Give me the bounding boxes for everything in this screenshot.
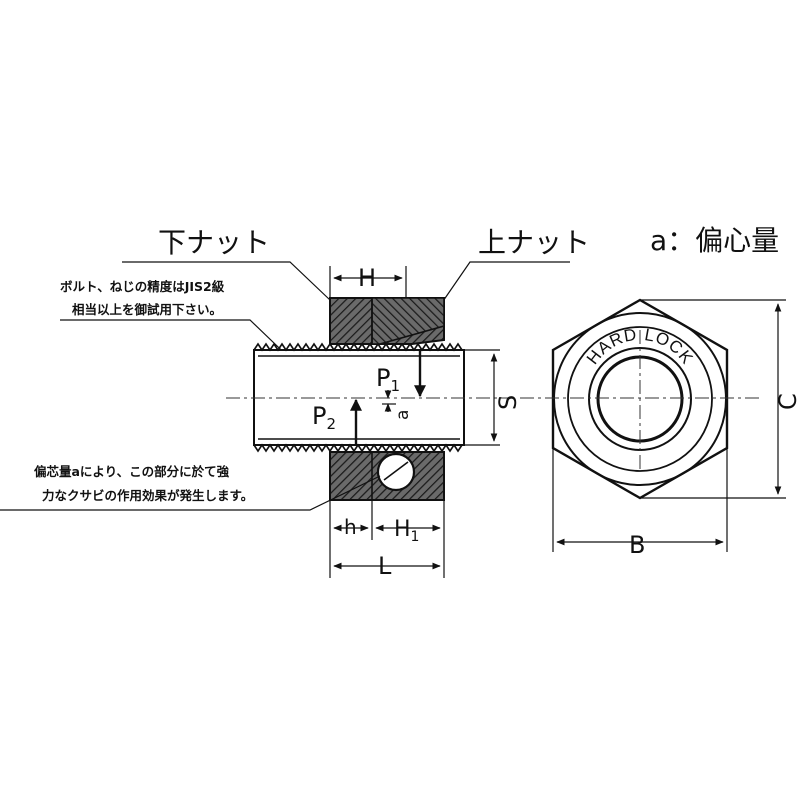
bolt-note-line1: ボルト、ねじの精度はJIS2級 [60, 279, 225, 294]
upper-nut-leader [429, 261, 570, 321]
wedge-note-line2: 力なクサビの作用効果が発生します。 [42, 488, 253, 503]
lower-nut-leader [122, 261, 331, 301]
eccentric-label: a：偏心量 [650, 224, 779, 257]
hard-lock-ring-outer [567, 326, 713, 472]
b-dimension-label: B [629, 531, 645, 559]
wedge-note-leader [0, 475, 381, 511]
eccentric-a-label: a [393, 410, 413, 420]
h-dimension-label: H [358, 264, 376, 292]
small-h-label: h [344, 515, 357, 539]
l-dimension-label: L [378, 552, 392, 580]
s-dimension-label: S [494, 395, 522, 410]
bolt-note-line2: 相当以上を御試用下さい。 [72, 302, 222, 317]
hex-chamfer-circle [553, 312, 727, 486]
lower-nut-label: 下ナット [158, 226, 270, 259]
lower-nut-section-bottom [329, 451, 445, 501]
c-dimension-label: C [774, 393, 800, 410]
upper-nut-section-top [329, 297, 445, 345]
p2-label: P2 [312, 402, 336, 433]
p1-label: P1 [376, 364, 400, 395]
wedge-note-line1: 偏芯量aにより、この部分に於て強 [34, 464, 230, 479]
h1-label: H1 [394, 517, 419, 545]
upper-nut-label: 上ナット [478, 226, 590, 259]
